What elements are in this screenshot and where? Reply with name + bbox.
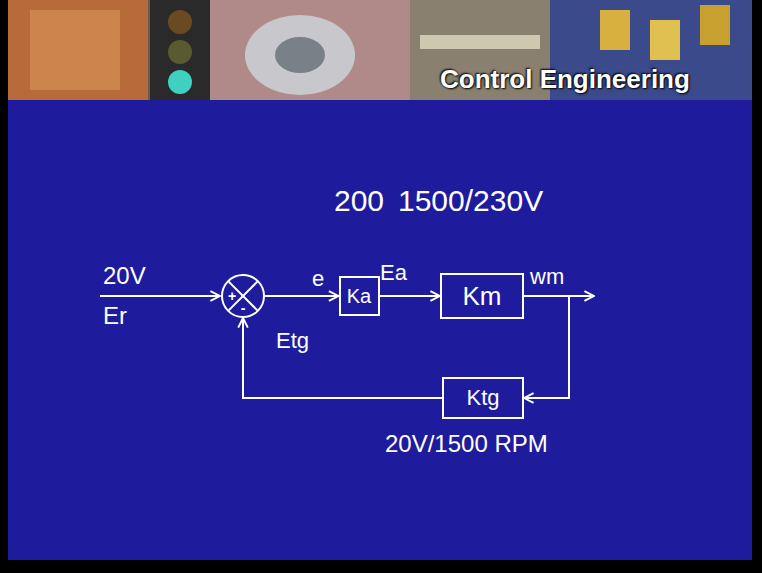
signal-connector bbox=[243, 318, 442, 398]
traffic-lamp bbox=[168, 10, 192, 34]
blue-panel bbox=[8, 100, 752, 560]
tacho-rating: 20V/1500 RPM bbox=[385, 432, 548, 456]
photo-dial bbox=[245, 15, 355, 95]
signal-name: Etg bbox=[276, 330, 309, 352]
photo-dial-center bbox=[275, 37, 325, 73]
motor-box: Km bbox=[440, 273, 524, 319]
photo-worker bbox=[8, 0, 148, 100]
signal-connector bbox=[265, 295, 339, 297]
signal-name: Er bbox=[103, 304, 127, 328]
signal-connector bbox=[380, 295, 441, 297]
sign-symbol: - bbox=[241, 301, 246, 315]
photo-chip bbox=[650, 20, 680, 60]
output-arrow bbox=[569, 295, 594, 297]
signal-name: wm bbox=[530, 266, 564, 288]
motor-rating: 1500/230V bbox=[398, 186, 543, 216]
traffic-lamp bbox=[168, 40, 192, 64]
traffic-light bbox=[150, 0, 210, 100]
photo-chip bbox=[700, 5, 730, 45]
signal-connector bbox=[524, 296, 569, 398]
junction-circle bbox=[222, 275, 264, 317]
input-arrow bbox=[100, 295, 220, 297]
amplifier-box: Ka bbox=[339, 276, 380, 316]
traffic-lamp bbox=[168, 70, 192, 94]
summing-junction: +- bbox=[221, 274, 265, 318]
signal-name: Ea bbox=[380, 262, 407, 284]
photo-worker-light bbox=[30, 10, 120, 90]
photo-hands bbox=[210, 0, 410, 100]
banner-title: Control Engineering bbox=[440, 66, 690, 92]
photo-shaft bbox=[420, 35, 540, 49]
tachogenerator-box: Ktg bbox=[442, 377, 524, 419]
reference-voltage: 20V bbox=[103, 264, 146, 288]
block-name: Ktg bbox=[466, 387, 499, 409]
banner-ground bbox=[8, 0, 752, 100]
signal-name: e bbox=[312, 268, 324, 290]
gain-value: 200 bbox=[334, 186, 384, 216]
photo-chip bbox=[600, 10, 630, 50]
block-name: Km bbox=[463, 283, 502, 309]
sign-symbol: + bbox=[228, 289, 236, 303]
block-name: Ka bbox=[347, 286, 371, 306]
